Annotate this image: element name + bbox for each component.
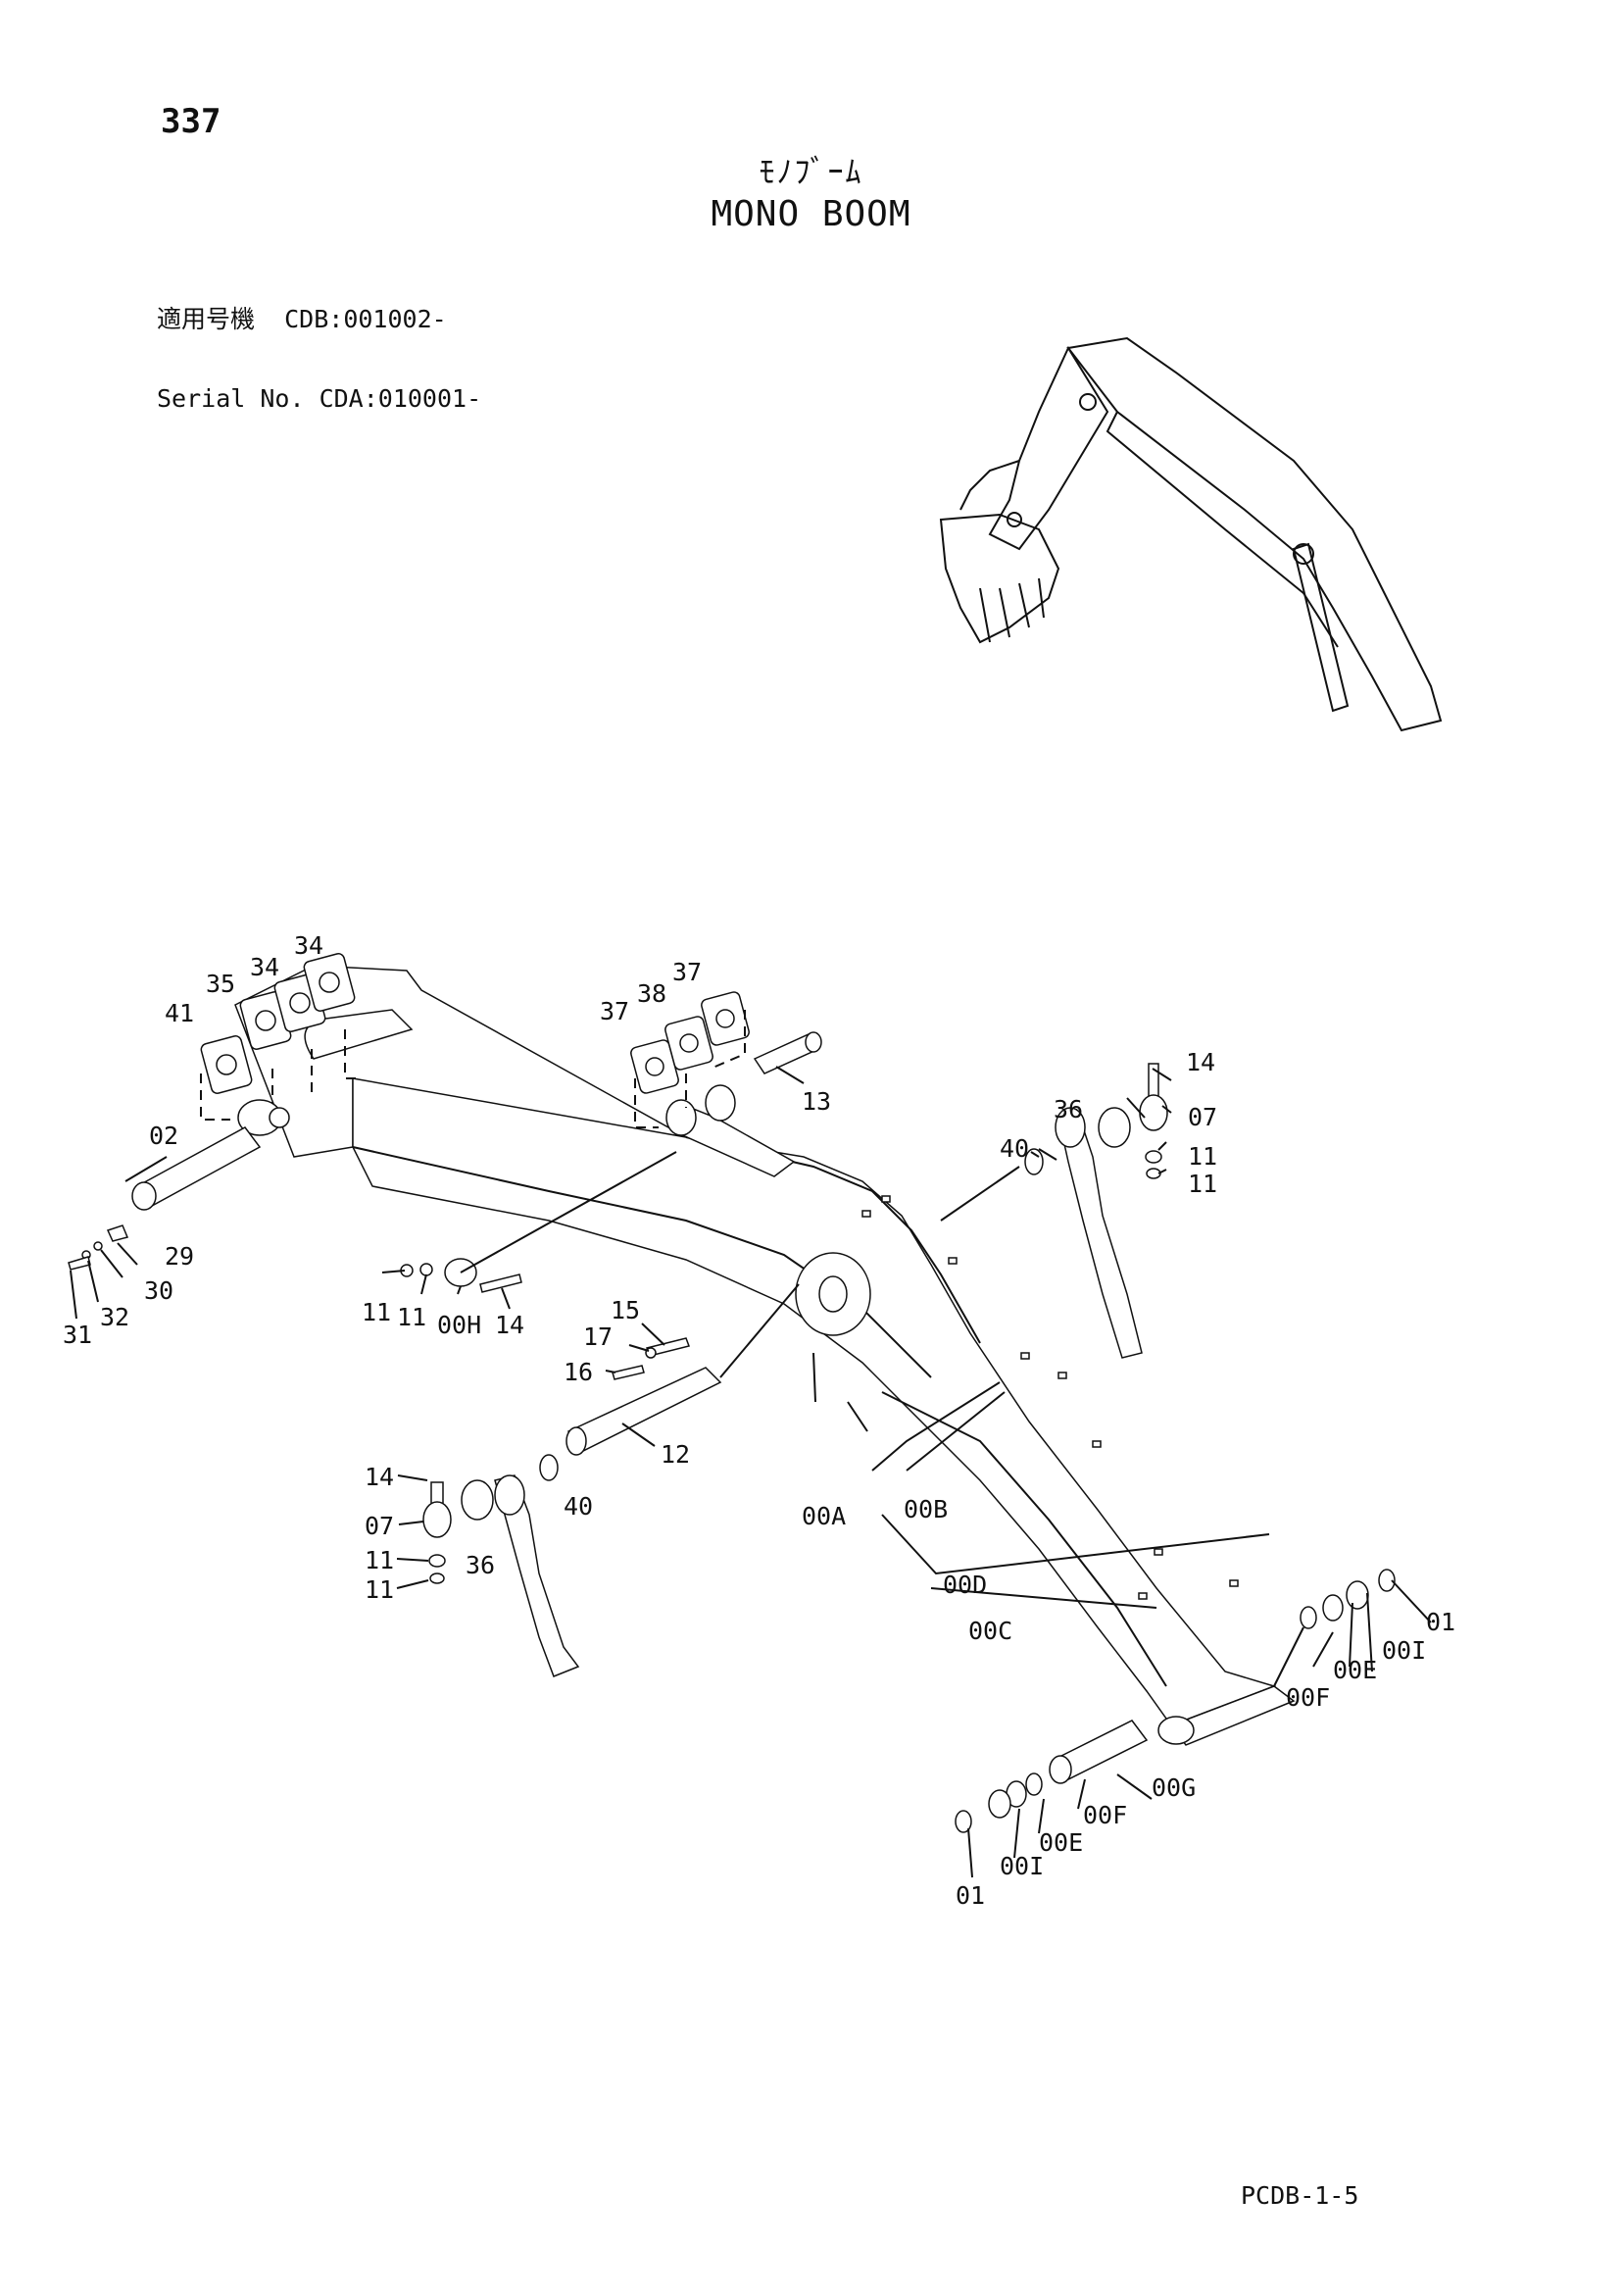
callout-07: 07 xyxy=(1188,1103,1217,1131)
serial-line-1: 適用号機 CDB:001002- xyxy=(157,306,481,332)
callout-14: 14 xyxy=(495,1311,524,1339)
callout-29: 29 xyxy=(165,1242,194,1271)
cylinder-left-group xyxy=(422,1454,580,1677)
callout-11: 11 xyxy=(1188,1170,1217,1198)
pin-15-group xyxy=(612,1337,690,1380)
shim-set-center xyxy=(630,991,750,1128)
serial-line-2: Serial No. CDA:010001- xyxy=(157,385,481,412)
shim-set-left xyxy=(200,953,361,1121)
callout-07: 07 xyxy=(365,1512,394,1540)
callout-15: 15 xyxy=(611,1296,640,1324)
callout-40: 40 xyxy=(564,1492,593,1521)
bushing-00H-group xyxy=(400,1151,677,1293)
pin-12 xyxy=(565,1283,800,1456)
callout-00F: 00F xyxy=(1286,1683,1330,1712)
callout-00I: 00I xyxy=(1382,1636,1426,1665)
pin-02 xyxy=(131,1126,262,1211)
callout-13: 13 xyxy=(802,1087,831,1116)
callout-31: 31 xyxy=(63,1321,92,1349)
callout-01: 01 xyxy=(1426,1608,1455,1636)
callout-41: 41 xyxy=(165,999,194,1027)
leader-lines xyxy=(70,1066,1432,1878)
callout-30: 30 xyxy=(144,1276,173,1305)
callout-35: 35 xyxy=(206,970,235,998)
callout-11: 11 xyxy=(365,1575,394,1604)
callout-00E: 00E xyxy=(1039,1828,1083,1857)
boom-body xyxy=(234,965,1296,1746)
callout-00H: 00H xyxy=(437,1311,481,1339)
callout-36: 36 xyxy=(466,1551,495,1579)
callout-00F: 00F xyxy=(1083,1801,1127,1829)
callout-14: 14 xyxy=(365,1463,394,1491)
callout-11: 11 xyxy=(397,1303,426,1331)
callout-37: 37 xyxy=(600,997,629,1025)
serial-value-2: CDA:010001- xyxy=(319,384,482,413)
callout-11: 11 xyxy=(365,1546,394,1574)
callout-38: 38 xyxy=(637,979,666,1008)
callout-12: 12 xyxy=(661,1440,690,1469)
serial-value-1: CDB:001002- xyxy=(284,305,447,333)
callout-00B: 00B xyxy=(904,1495,948,1523)
front-pin-group xyxy=(955,1569,1396,1833)
footer-code: PCDB-1-5 xyxy=(1241,2181,1359,2210)
title-japanese: ﾓﾉﾌﾞｰﾑ xyxy=(759,153,863,190)
page-title: MONO BOOM xyxy=(711,194,911,234)
page-number: 337 xyxy=(161,102,221,141)
callout-labels: 41 35 34 34 02 29 30 32 31 37 38 37 13 1… xyxy=(63,931,1455,1910)
cylinder-right-group xyxy=(940,1063,1168,1359)
excavator-inset-illustration xyxy=(939,336,1443,732)
callout-01: 01 xyxy=(956,1881,985,1910)
callout-14: 14 xyxy=(1186,1048,1215,1076)
serial-block: 適用号機 CDB:001002- Serial No. CDA:010001- xyxy=(157,253,481,438)
callout-00G: 00G xyxy=(1152,1773,1196,1802)
callout-00E: 00E xyxy=(1333,1656,1377,1684)
pin-13 xyxy=(753,1031,822,1074)
callout-17: 17 xyxy=(583,1323,613,1351)
callout-11: 11 xyxy=(362,1298,391,1326)
callout-34: 34 xyxy=(294,931,323,960)
rear-hardware xyxy=(68,1224,129,1271)
callout-00C: 00C xyxy=(968,1617,1012,1645)
callout-00D: 00D xyxy=(943,1571,987,1599)
serial-label-jp: 適用号機 xyxy=(157,305,256,333)
callout-37: 37 xyxy=(672,958,702,986)
callout-00I: 00I xyxy=(1000,1852,1044,1880)
callout-40: 40 xyxy=(1000,1134,1029,1163)
callout-34: 34 xyxy=(250,953,279,981)
callout-36: 36 xyxy=(1054,1095,1083,1123)
serial-label-en: Serial No. xyxy=(157,384,305,413)
callout-02: 02 xyxy=(149,1122,178,1150)
callout-00A: 00A xyxy=(802,1502,846,1530)
callout-11: 11 xyxy=(1188,1142,1217,1171)
callout-32: 32 xyxy=(100,1303,129,1331)
callout-16: 16 xyxy=(564,1358,593,1386)
